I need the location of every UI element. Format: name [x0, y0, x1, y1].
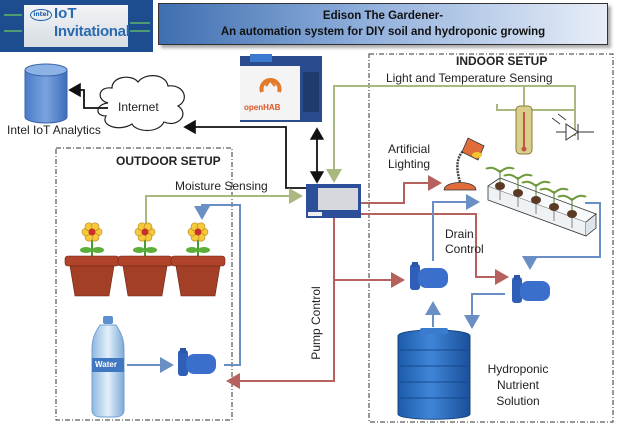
internet-to-analytics-link	[68, 82, 108, 109]
drain-control-label-1: Drain	[445, 227, 474, 241]
flower-pot-icon	[64, 222, 120, 297]
grow-pot-plant-icon	[485, 166, 515, 200]
drain-to-tank-line	[464, 293, 505, 329]
flower-pots	[64, 222, 226, 297]
tank-label-1: Hydroponic	[487, 362, 549, 376]
artificial-lighting-label-2: Lighting	[388, 157, 431, 171]
water-bottle-icon	[91, 316, 125, 418]
lighting-control-line	[361, 175, 442, 204]
title-line-2: An automation system for DIY soil and hy…	[220, 26, 546, 38]
grow-pot-plant-icon	[557, 194, 587, 228]
indoor-setup-heading: INDOOR SETUP	[456, 54, 548, 68]
circuit-trace	[4, 14, 22, 16]
thermometer-icon	[515, 105, 533, 155]
drain-control-label-2: Control	[445, 242, 484, 256]
hydroponic-grow-tray-icon	[485, 166, 597, 237]
drain-pump-control-line	[361, 213, 509, 285]
pump-to-pots-line	[194, 204, 241, 366]
title-line-1: Edison The Gardener-	[322, 10, 444, 22]
circuit-trace	[130, 22, 150, 24]
water-bottle-label: Water	[95, 360, 117, 369]
analytics-label: Intel IoT Analytics	[7, 123, 101, 137]
moisture-sensing-label: Moisture Sensing	[175, 179, 268, 193]
intel-logo-icon: intel	[30, 9, 52, 21]
diagram-title: Edison The Gardener- An automation syste…	[158, 3, 608, 45]
light-temp-sensing-line	[326, 85, 525, 183]
outdoor-setup-heading: OUTDOOR SETUP	[116, 154, 221, 168]
iot-invitational-logo: intel IoT Invitational	[0, 0, 153, 52]
openhab-server-icon	[240, 54, 322, 122]
outdoor-setup-box	[55, 147, 233, 421]
flower-pot-icon	[117, 222, 173, 297]
logo-line-2: Invitational	[54, 23, 130, 40]
openhab-label: openHAB	[244, 103, 281, 112]
tank-label-2: Nutrient	[496, 378, 540, 392]
database-icon	[24, 63, 68, 124]
flower-pot-icon	[170, 222, 226, 297]
grow-pot-plant-icon	[521, 180, 551, 214]
grow-pot-plant-icon	[503, 173, 533, 207]
outdoor-pump-control-line	[226, 218, 335, 389]
internet-cloud-icon	[97, 75, 185, 132]
internet-label: Internet	[118, 100, 159, 114]
outdoor-pump-icon	[178, 348, 216, 376]
nutrient-tank-icon	[397, 328, 471, 420]
circuit-trace	[4, 30, 22, 32]
indoor-pump-2-icon	[512, 275, 550, 303]
light-temp-sensing-label: Light and Temperature Sensing	[386, 71, 553, 85]
tank-label-3: Solution	[496, 394, 540, 408]
circuit-trace	[130, 30, 150, 32]
artificial-lighting-label-1: Artificial	[388, 142, 431, 156]
moisture-sensing-line	[145, 188, 303, 224]
indoor-setup-box	[368, 53, 614, 423]
indoor-pump-1-icon	[410, 262, 448, 290]
photodiode-icon	[551, 113, 594, 141]
pump-to-grow-tray-line	[432, 194, 480, 261]
pump-control-label: Pump Control	[309, 286, 323, 360]
logo-line-1: IoT	[54, 5, 77, 22]
tray-drain-line	[522, 202, 601, 270]
desk-lamp-icon	[443, 137, 485, 191]
intel-edison-board-icon	[306, 184, 361, 218]
grow-pot-plant-icon	[539, 187, 569, 221]
